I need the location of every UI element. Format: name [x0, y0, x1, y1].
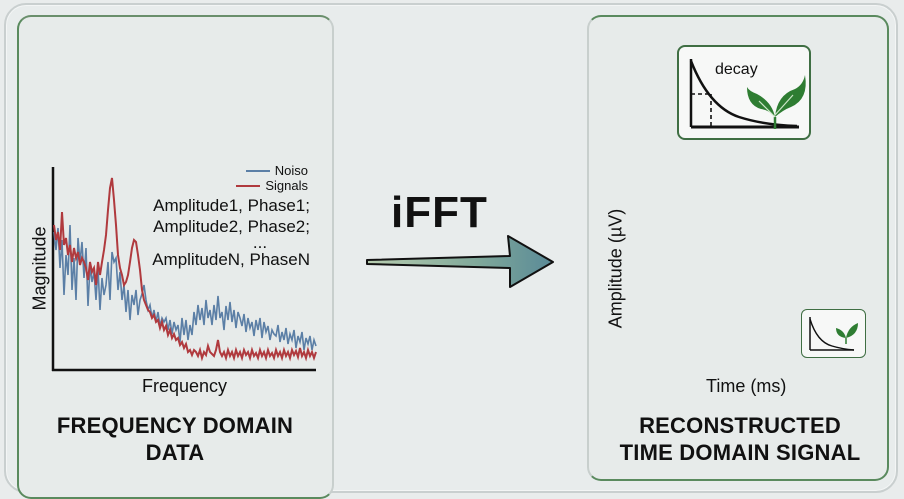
- title-line: TIME DOMAIN SIGNAL: [619, 440, 861, 465]
- decay-label: decay: [715, 61, 758, 78]
- legend-item-noise: Noiso: [218, 163, 308, 178]
- legend-label: Noiso: [274, 163, 308, 178]
- frequency-axis-label: Frequency: [142, 376, 228, 396]
- ifft-label: iFFT: [391, 188, 488, 237]
- legend-item-signals: Signals: [218, 178, 308, 193]
- decay-icon-small: [801, 309, 866, 358]
- ifft-arrow: [366, 235, 554, 288]
- decay-curve-icon: [689, 59, 799, 129]
- param-line: Amplitude1, Phase1;: [153, 196, 310, 215]
- title-line: DATA: [145, 440, 205, 465]
- title-line: FREQUENCY DOMAIN: [56, 413, 294, 438]
- title-line: RECONSTRUCTED: [639, 413, 841, 438]
- param-line: AmplitudeN, PhaseN: [152, 250, 310, 269]
- amplitude-phase-list: Amplitude1, Phase1; Amplitude2, Phase2; …: [150, 195, 310, 270]
- mini-decay-leaf-icon: [809, 317, 858, 351]
- param-line: ...: [252, 233, 268, 252]
- amplitude-axis-label: Amplitude (µV): [605, 208, 626, 329]
- frequency-domain-panel: [17, 15, 334, 499]
- decay-icon-large: decay: [677, 45, 811, 140]
- time-domain-title: RECONSTRUCTED TIME DOMAIN SIGNAL: [590, 412, 890, 466]
- signals-swatch: [236, 184, 261, 187]
- param-line: Amplitude2, Phase2;: [153, 217, 310, 236]
- signal-series: [53, 177, 317, 362]
- legend-label: Signals: [265, 178, 308, 193]
- leaf-icon: [747, 75, 806, 129]
- spectrum-legend: Noiso Signals: [218, 163, 308, 193]
- frequency-domain-title: FREQUENCY DOMAIN DATA: [30, 412, 320, 466]
- magnitude-axis-label: Magnitude: [29, 226, 50, 311]
- time-axis-label: Time (ms): [706, 376, 787, 396]
- noise-swatch: [245, 169, 270, 172]
